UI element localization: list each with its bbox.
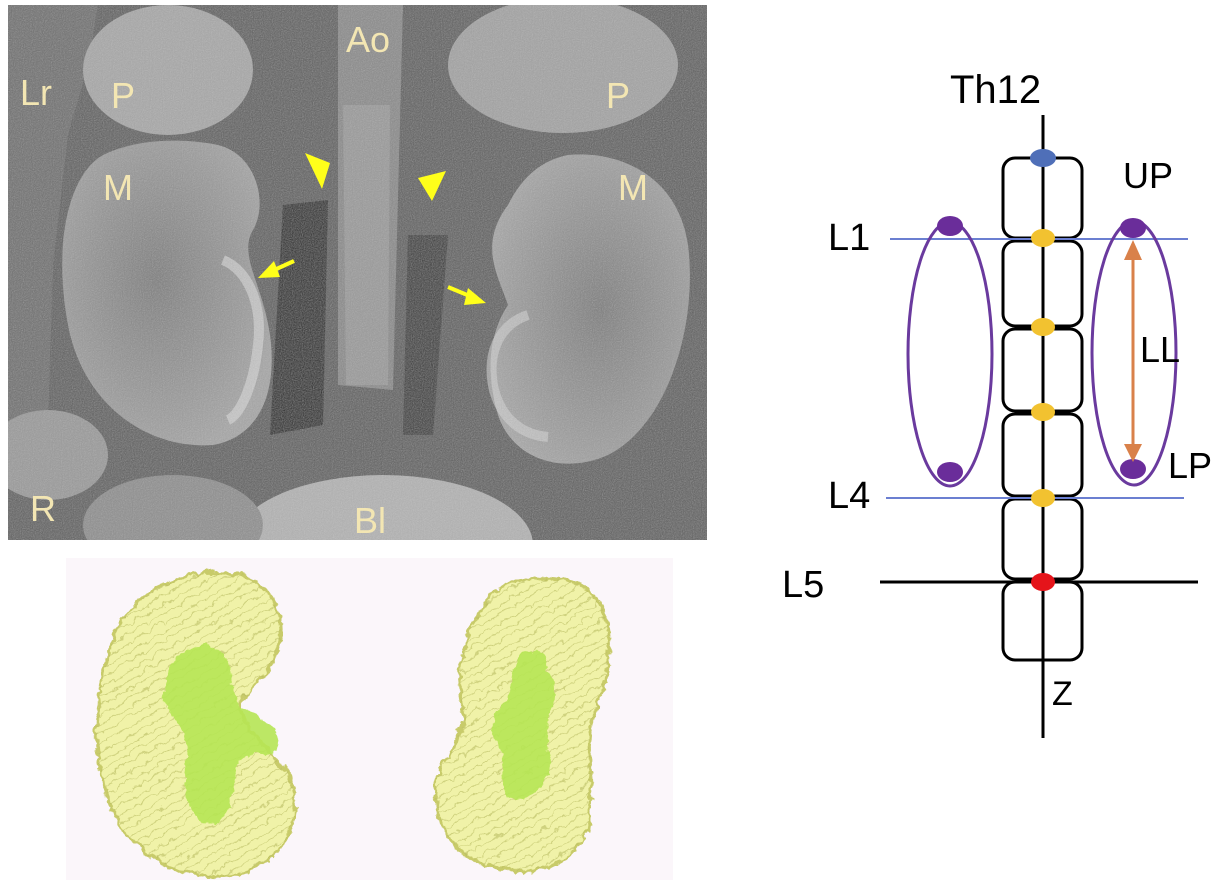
upper-pole-marker-right	[1120, 218, 1146, 238]
l3-marker	[1031, 403, 1055, 421]
arrowhead-marker-right	[418, 171, 446, 201]
l4-marker	[1031, 489, 1055, 507]
lower-pole-marker-right	[1120, 459, 1146, 479]
kidney-right-3d	[432, 574, 610, 871]
label-pelvis-left: P	[111, 75, 135, 116]
label-medulla-left: M	[103, 167, 133, 208]
label-th12: Th12	[950, 68, 1041, 112]
kidney-left-3d	[93, 569, 296, 876]
label-bladder: Bl	[354, 500, 386, 540]
lower-pole-marker-left	[937, 462, 963, 482]
label-aorta: Ao	[346, 19, 390, 60]
l2-marker	[1031, 318, 1055, 336]
label-pelvis-right: P	[606, 75, 630, 116]
spine-schematic: Th12 L1 L4 L5 UP LP LL Z	[782, 68, 1212, 738]
kidney-outline-left	[906, 220, 994, 488]
kidney-3d-render	[66, 558, 673, 880]
mri-coronal-image: Ao Lr P P M M R Bl	[0, 0, 707, 615]
l5-marker	[1031, 573, 1055, 591]
label-z-axis: Z	[1052, 675, 1073, 713]
spine-schematic-panel: Th12 L1 L4 L5 UP LP LL Z	[760, 60, 1221, 760]
kidney-length-arrow	[1124, 240, 1142, 462]
arrow-marker-left	[258, 259, 295, 278]
label-medulla-right: M	[618, 167, 648, 208]
upper-pole-marker-left	[937, 216, 963, 236]
label-l1: L1	[828, 217, 870, 259]
mri-panel: Ao Lr P P M M R Bl	[0, 0, 707, 615]
l1-marker	[1031, 229, 1055, 247]
label-lower-pole: LP	[1168, 445, 1212, 486]
label-right-side: R	[30, 488, 56, 529]
kidney-3d-render-panel	[66, 558, 673, 880]
label-length: LL	[1140, 329, 1180, 370]
label-l4: L4	[828, 475, 870, 517]
arrowhead-marker-left	[305, 153, 330, 189]
th12-marker	[1030, 149, 1056, 167]
label-l5: L5	[782, 564, 824, 606]
label-liver: Lr	[20, 72, 52, 113]
label-upper-pole: UP	[1123, 155, 1173, 196]
arrow-marker-right	[447, 285, 486, 305]
